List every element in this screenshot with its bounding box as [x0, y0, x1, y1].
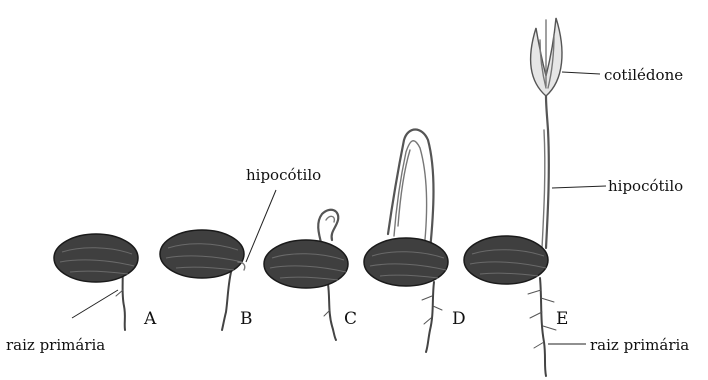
stage-letter-c: C [344, 309, 357, 329]
stage-letter-b: B [240, 309, 253, 329]
label-hypocotyl-e: hipocótilo [608, 177, 683, 195]
leader-hypocotyl-e [552, 186, 606, 188]
stage-letter-e: E [556, 309, 568, 329]
leader-root-a [72, 290, 118, 318]
seed-a [54, 234, 138, 330]
label-primary-root-e: raiz primária [590, 336, 689, 354]
leader-cotyledon-e [562, 72, 600, 74]
seed-b [160, 230, 245, 330]
stage-letter-a: A [143, 309, 157, 329]
seed-c [264, 210, 348, 340]
seed-d [364, 130, 448, 353]
label-primary-root-a: raiz primária [6, 336, 105, 354]
stage-letter-d: D [452, 309, 466, 329]
label-hypocotyl-b: hipocótilo [246, 166, 321, 184]
label-cotyledon-e: cotilédone [604, 66, 683, 84]
seed-e [464, 18, 562, 376]
